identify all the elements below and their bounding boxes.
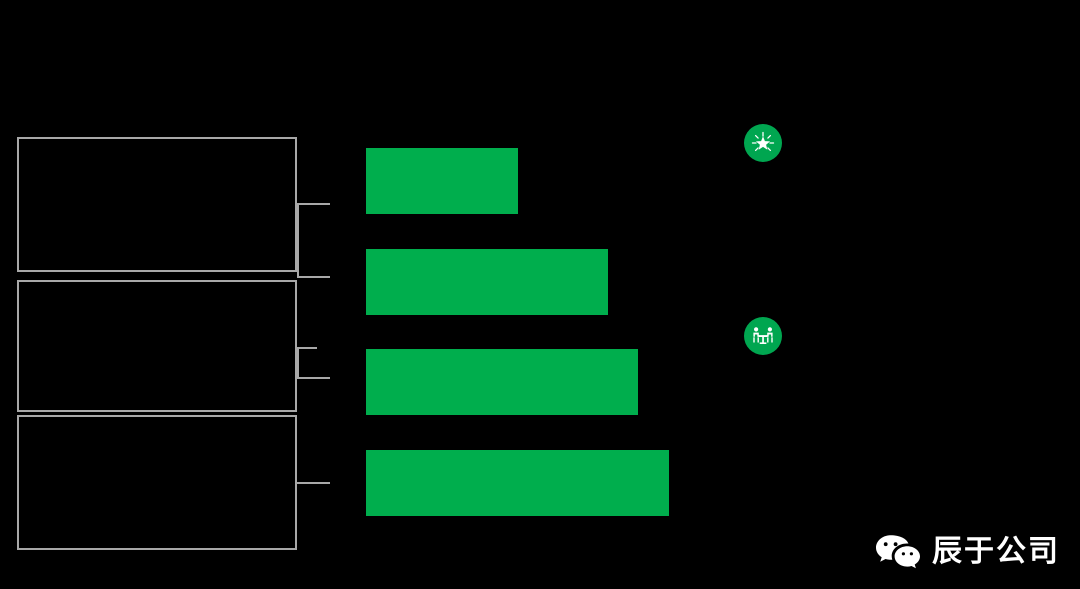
wechat-logo bbox=[874, 533, 922, 571]
bar-3 bbox=[366, 349, 638, 415]
bracket-connector-2-stub bbox=[304, 377, 330, 379]
sparkle-star-icon bbox=[750, 130, 776, 156]
category-box-1 bbox=[17, 137, 297, 272]
wechat-footer: 辰于公司 bbox=[874, 533, 1060, 571]
bar-1 bbox=[366, 148, 518, 214]
wechat-account-name: 辰于公司 bbox=[932, 535, 1060, 568]
bar-2 bbox=[366, 249, 608, 315]
annotation-badge-1 bbox=[744, 124, 782, 162]
category-box-2 bbox=[17, 280, 297, 412]
meeting-table-icon bbox=[750, 323, 776, 349]
bracket-connector-1 bbox=[297, 203, 330, 278]
bar-4 bbox=[366, 450, 669, 516]
bracket-connector-2 bbox=[297, 347, 317, 379]
bracket-connector-3 bbox=[297, 482, 330, 484]
bracket-connector-1-stub bbox=[316, 276, 330, 278]
category-box-3 bbox=[17, 415, 297, 550]
annotation-badge-2 bbox=[744, 317, 782, 355]
